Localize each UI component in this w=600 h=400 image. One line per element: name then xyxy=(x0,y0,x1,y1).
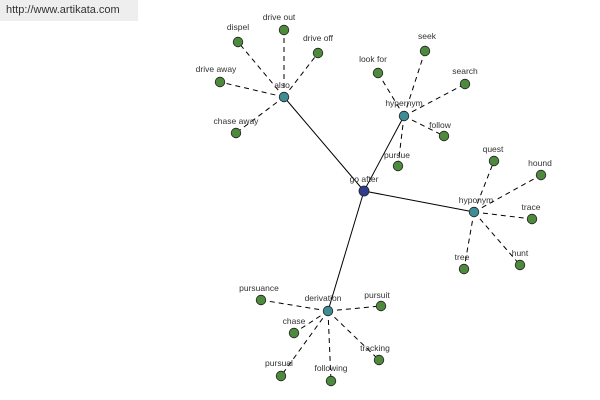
edge-hypernym-follow xyxy=(403,115,445,137)
leaf-label-drive-away: drive away xyxy=(196,64,237,74)
edge-hyponym-hunt xyxy=(473,211,521,266)
leaf-label-tree: tree xyxy=(455,252,470,262)
leaf-label-quest: quest xyxy=(483,144,504,154)
edge-hyponym-hound xyxy=(473,174,542,213)
leaf-label-tracking: tracking xyxy=(360,343,390,353)
leaf-label-pursue: pursue xyxy=(384,150,410,160)
graph-labels: dispel drive out drive off drive away chase … xyxy=(196,12,552,373)
leaf-node-pursue[interactable] xyxy=(392,160,404,172)
edge-also-chase-away xyxy=(235,96,285,134)
leaf-node-following[interactable] xyxy=(325,375,337,387)
leaf-node-dispel[interactable] xyxy=(232,36,244,48)
edge-root-hyponym xyxy=(363,190,475,213)
group-label-hyponym: hyponym xyxy=(459,195,494,205)
root-label-go-after: go after xyxy=(350,174,379,184)
leaf-label-hound: hound xyxy=(528,158,552,168)
leaf-label-look-for: look for xyxy=(359,54,387,64)
graph-edges xyxy=(219,30,542,382)
leaf-label-drive-off: drive off xyxy=(303,33,334,43)
leaf-node-tree[interactable] xyxy=(458,263,470,275)
group-node-derivation[interactable] xyxy=(322,305,334,317)
edge-derivation-tracking xyxy=(327,310,380,361)
leaf-node-pursuance[interactable] xyxy=(255,294,267,306)
edge-derivation-pursuit xyxy=(327,305,382,312)
group-node-hyponym[interactable] xyxy=(468,206,480,218)
leaf-label-search: search xyxy=(452,66,478,76)
leaf-label-chase-away: chase away xyxy=(214,116,260,126)
leaf-node-chase[interactable] xyxy=(288,327,300,339)
edge-hyponym-trace xyxy=(473,211,533,220)
edge-also-drive-off xyxy=(283,52,319,98)
edge-root-derivation xyxy=(327,190,365,312)
edge-hyponym-tree xyxy=(463,211,475,270)
leaf-node-quest[interactable] xyxy=(488,155,500,167)
edge-derivation-chase xyxy=(293,310,329,334)
edge-hypernym-seek xyxy=(403,50,426,117)
leaf-label-chase: chase xyxy=(283,316,306,326)
leaf-node-trace[interactable] xyxy=(526,213,538,225)
leaf-label-pursuit: pursuit xyxy=(364,290,390,300)
edge-also-drive-away xyxy=(219,81,285,98)
edge-derivation-pursual xyxy=(280,310,329,377)
edge-hypernym-search xyxy=(403,83,466,117)
edge-root-hypernym xyxy=(363,115,405,192)
leaf-label-drive-out: drive out xyxy=(263,12,296,22)
leaf-node-search[interactable] xyxy=(459,78,471,90)
leaf-label-dispel: dispel xyxy=(227,22,249,32)
leaf-label-pursuance: pursuance xyxy=(239,283,279,293)
watermark-url: http://www.artikata.com xyxy=(0,0,138,21)
leaf-label-pursual: pursual xyxy=(265,358,293,368)
root-node-go-after[interactable] xyxy=(358,185,370,197)
edge-root-also xyxy=(283,96,365,192)
leaf-node-drive-off[interactable] xyxy=(312,47,324,59)
leaf-node-chase-away[interactable] xyxy=(230,127,242,139)
edge-also-dispel xyxy=(237,41,285,98)
leaf-node-hound[interactable] xyxy=(535,169,547,181)
leaf-node-hunt[interactable] xyxy=(514,259,526,271)
leaf-node-look-for[interactable] xyxy=(372,67,384,79)
leaf-label-follow: follow xyxy=(429,120,452,130)
edge-derivation-following xyxy=(327,310,332,382)
leaf-label-hunt: hunt xyxy=(512,248,529,258)
graph-nodes xyxy=(214,24,547,387)
leaf-node-tracking[interactable] xyxy=(373,354,385,366)
leaf-label-following: following xyxy=(314,363,347,373)
leaf-node-pursual[interactable] xyxy=(275,370,287,382)
group-label-hypernym: hypernym xyxy=(385,98,422,108)
leaf-node-seek[interactable] xyxy=(419,45,431,57)
leaf-node-follow[interactable] xyxy=(438,130,450,142)
leaf-node-pursuit[interactable] xyxy=(375,300,387,312)
leaf-node-drive-away[interactable] xyxy=(214,76,226,88)
group-label-derivation: derivation xyxy=(305,293,342,303)
group-label-also: also xyxy=(274,80,290,90)
leaf-node-drive-out[interactable] xyxy=(278,24,290,36)
edge-hyponym-quest xyxy=(473,160,495,213)
edge-derivation-pursuance xyxy=(260,299,329,312)
leaf-label-trace: trace xyxy=(522,202,541,212)
leaf-label-seek: seek xyxy=(418,31,437,41)
group-node-also[interactable] xyxy=(278,91,290,103)
edge-hypernym-look-for xyxy=(377,72,405,117)
group-node-hypernym[interactable] xyxy=(398,110,410,122)
